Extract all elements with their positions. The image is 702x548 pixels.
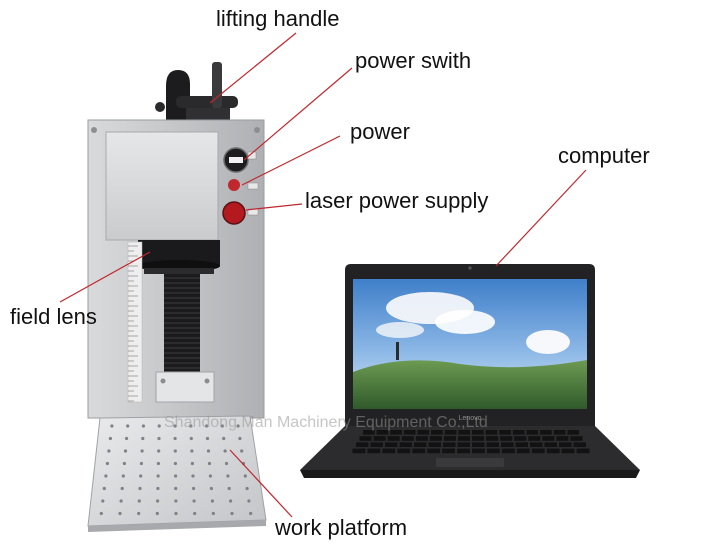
leader-computer (495, 169, 587, 267)
label-power-switch: power swith (355, 48, 472, 73)
height-ruler (127, 241, 143, 403)
laptop-brand-label: Lenovo (459, 415, 482, 422)
leader-work-platform (229, 449, 293, 518)
leader-field-lens (59, 251, 151, 303)
label-computer: computer (558, 143, 650, 168)
laptop-computer: Lenovo (300, 264, 640, 478)
label-power: power (350, 119, 410, 144)
laser-power-knob (222, 201, 246, 225)
leader-power-switch (243, 67, 353, 161)
lens-mount-block (155, 371, 215, 403)
power-indicator (228, 179, 240, 191)
laser-marking-machine (87, 62, 267, 532)
work-platform (87, 415, 267, 532)
z-axis-bellows (164, 274, 200, 374)
leader-power (241, 135, 341, 186)
control-panel (222, 147, 259, 225)
lifting-handle (155, 62, 238, 122)
leader-lifting-handle (209, 32, 297, 104)
label-lifting-handle: lifting handle (216, 6, 340, 31)
laser-head (105, 131, 219, 241)
label-field-lens: field lens (10, 304, 97, 329)
laptop-keyboard (352, 430, 590, 454)
watermark: Shandong Man Machinery Equipment Co.,Ltd (164, 414, 488, 431)
leader-laser-power-supply (245, 203, 303, 211)
label-laser-power-supply: laser power supply (305, 188, 489, 213)
field-lens (138, 240, 220, 274)
leader-lines (59, 32, 587, 518)
laptop-screen (353, 279, 587, 409)
laptop-touchpad (436, 458, 504, 467)
label-work-platform: work platform (275, 515, 408, 540)
